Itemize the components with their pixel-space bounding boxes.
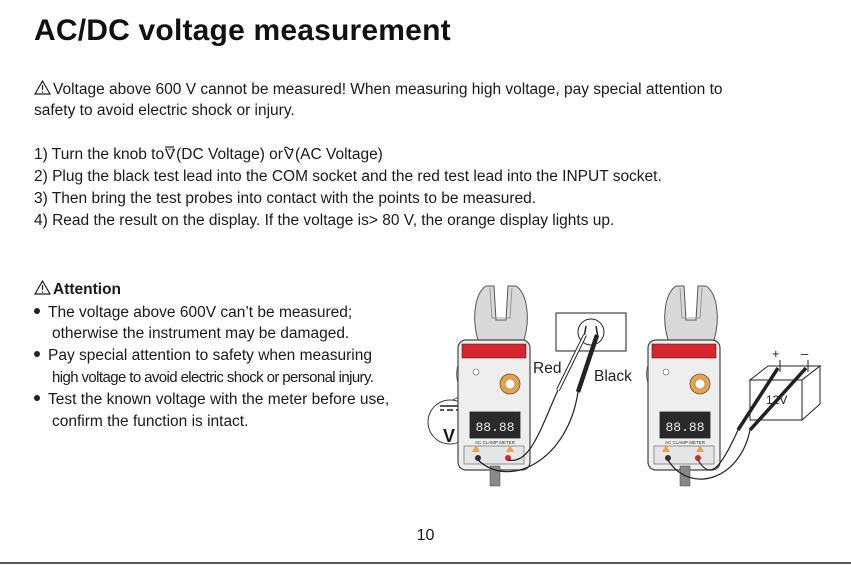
right-meter-label: AC CLAMP METER (665, 440, 706, 445)
dc-voltage-icon: V (164, 146, 176, 163)
left-meter-label: AC CLAMP METER (475, 440, 516, 445)
step-4: 4) Read the result on the display. If th… (34, 212, 615, 229)
attention-title: Attention (53, 281, 122, 298)
warning-icon (34, 280, 51, 295)
bottom-rule (0, 562, 851, 564)
power-socket (555, 312, 627, 352)
left-meter-display: 88.88 (475, 420, 514, 435)
attention-heading: Attention (34, 280, 121, 299)
bullet-dot (34, 395, 40, 401)
step-1-text-b: (DC Voltage) or (176, 146, 283, 163)
bullet-1-line-2: otherwise the instrument may be damaged. (52, 325, 350, 342)
page-title: AC/DC voltage measurement (34, 14, 451, 47)
ac-v-letter: V (283, 146, 294, 163)
step-2: 2) Plug the black test lead into the COM… (34, 168, 662, 185)
dc-v-letter: V (165, 146, 176, 163)
attention-bullet-1: The voltage above 600V can’t be measured… (34, 304, 352, 322)
zoom-v-symbol: V (443, 426, 456, 446)
black-probe (575, 334, 600, 393)
attention-bullet-2: Pay special attention to safety when mea… (34, 347, 372, 365)
page-number: 10 (416, 527, 435, 544)
step-1-text-c: (AC Voltage) (294, 146, 383, 163)
clamp-meter-left (456, 285, 531, 487)
bullet-dot (34, 351, 40, 357)
warning-text-1: Voltage above 600 V cannot be measured! … (53, 81, 723, 98)
step-3: 3) Then bring the test probes into conta… (34, 190, 537, 207)
bullet-2-line-1: Pay special attention to safety when mea… (48, 347, 372, 364)
warning-line-1: Voltage above 600 V cannot be measured! … (34, 79, 723, 100)
battery-minus: – (801, 346, 809, 361)
step-1-text-a: 1) Turn the knob to (34, 146, 165, 163)
bullet-dot (34, 308, 40, 314)
warning-text-2: safety to avoid electric shock or injury… (34, 102, 295, 119)
red-lead-label: Red (533, 360, 562, 377)
black-lead-label: Black (594, 368, 632, 385)
bullet-1-line-1: The voltage above 600V can’t be measured… (48, 304, 353, 321)
attention-bullet-3: Test the known voltage with the meter be… (34, 391, 389, 409)
battery-voltage-label: 12V (766, 393, 787, 407)
clamp-meter-right (646, 285, 721, 487)
bullet-3-line-1: Test the known voltage with the meter be… (48, 391, 390, 408)
bullet-3-line-2: confirm the function is intact. (52, 413, 249, 430)
right-meter-display: 88.88 (665, 420, 704, 435)
battery-plus: + (772, 346, 780, 361)
measurement-illustration: 88.88 AC CLAMP METER 88.88 AC CLAMP METE… (427, 285, 822, 487)
warning-icon (34, 80, 51, 95)
ac-voltage-icon: V (283, 146, 295, 163)
bullet-2-line-2: high voltage to avoid electric shock or … (52, 369, 374, 386)
